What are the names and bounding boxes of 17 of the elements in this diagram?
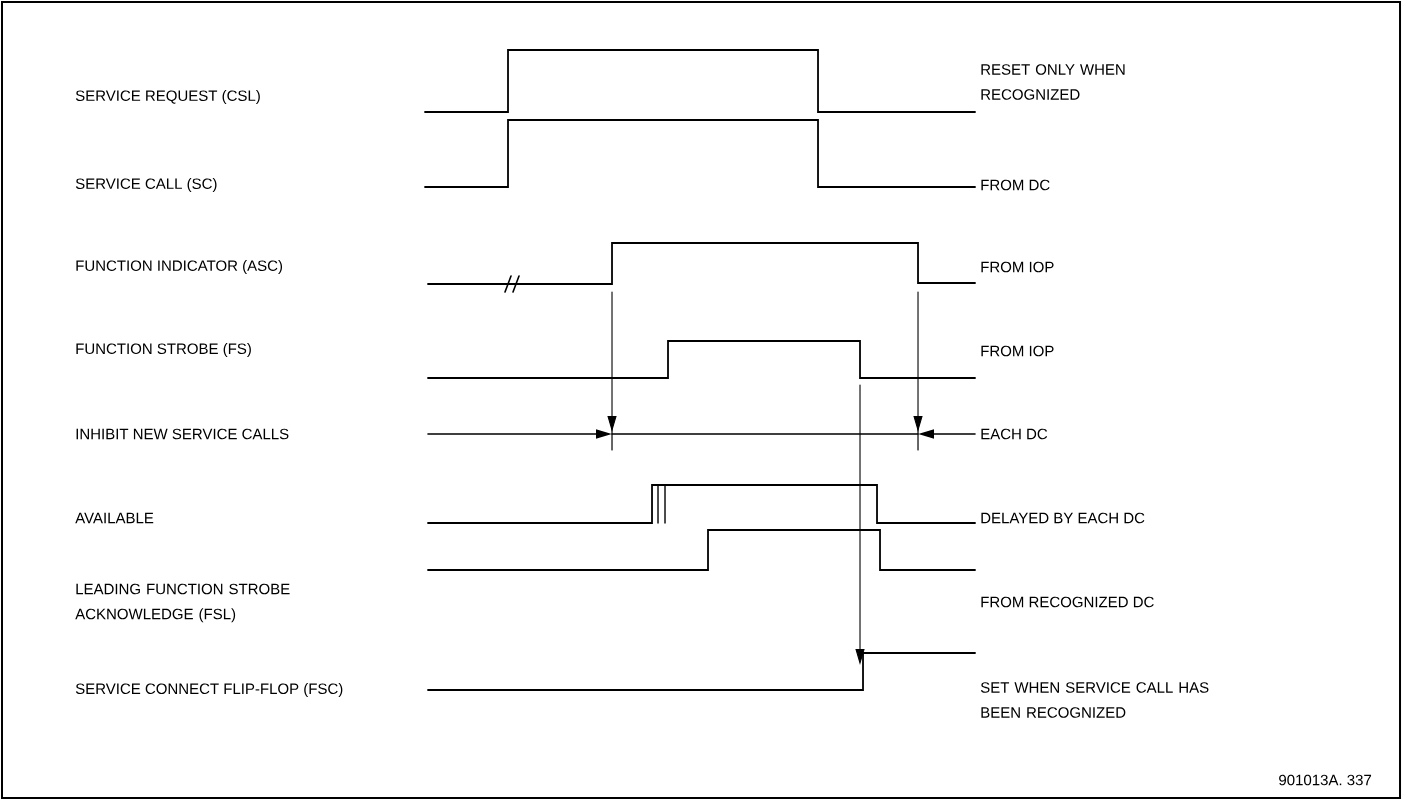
signal-label: FUNCTION STROBE (FS) xyxy=(76,343,251,357)
signal-label: RESET ONLY WHEN RECOGNIZED xyxy=(981,64,1125,100)
signal-label: SET WHEN SERVICE CALL HAS BEEN RECOGNIZED xyxy=(980,682,1209,718)
signal-label: AVAILABLE xyxy=(75,512,154,524)
signal-label: SERVICE REQUEST (CSL) xyxy=(75,90,260,104)
signal-label: DELAYED BY EACH DC xyxy=(981,512,1145,524)
signal-label: SERVICE CALL (SC) xyxy=(75,178,217,192)
signal-label: LEADING FUNCTION STROBE ACKNOWLEDGE (FSL) xyxy=(75,583,290,623)
signal-label: INHIBIT NEW SERVICE CALLS xyxy=(76,428,289,440)
signal-label: FROM IOP xyxy=(981,261,1054,273)
signal-label: 901013A. 337 xyxy=(1279,774,1372,786)
signal-label: SERVICE CONNECT FLIP-FLOP (FSC) xyxy=(75,683,343,697)
signal-label: FUNCTION INDICATOR (ASC) xyxy=(76,260,283,274)
signal-label: FROM RECOGNIZED DC xyxy=(981,596,1154,608)
signal-label: FROM IOP xyxy=(981,345,1054,357)
signal-label: EACH DC xyxy=(981,428,1048,440)
signal-label: FROM DC xyxy=(981,179,1050,191)
